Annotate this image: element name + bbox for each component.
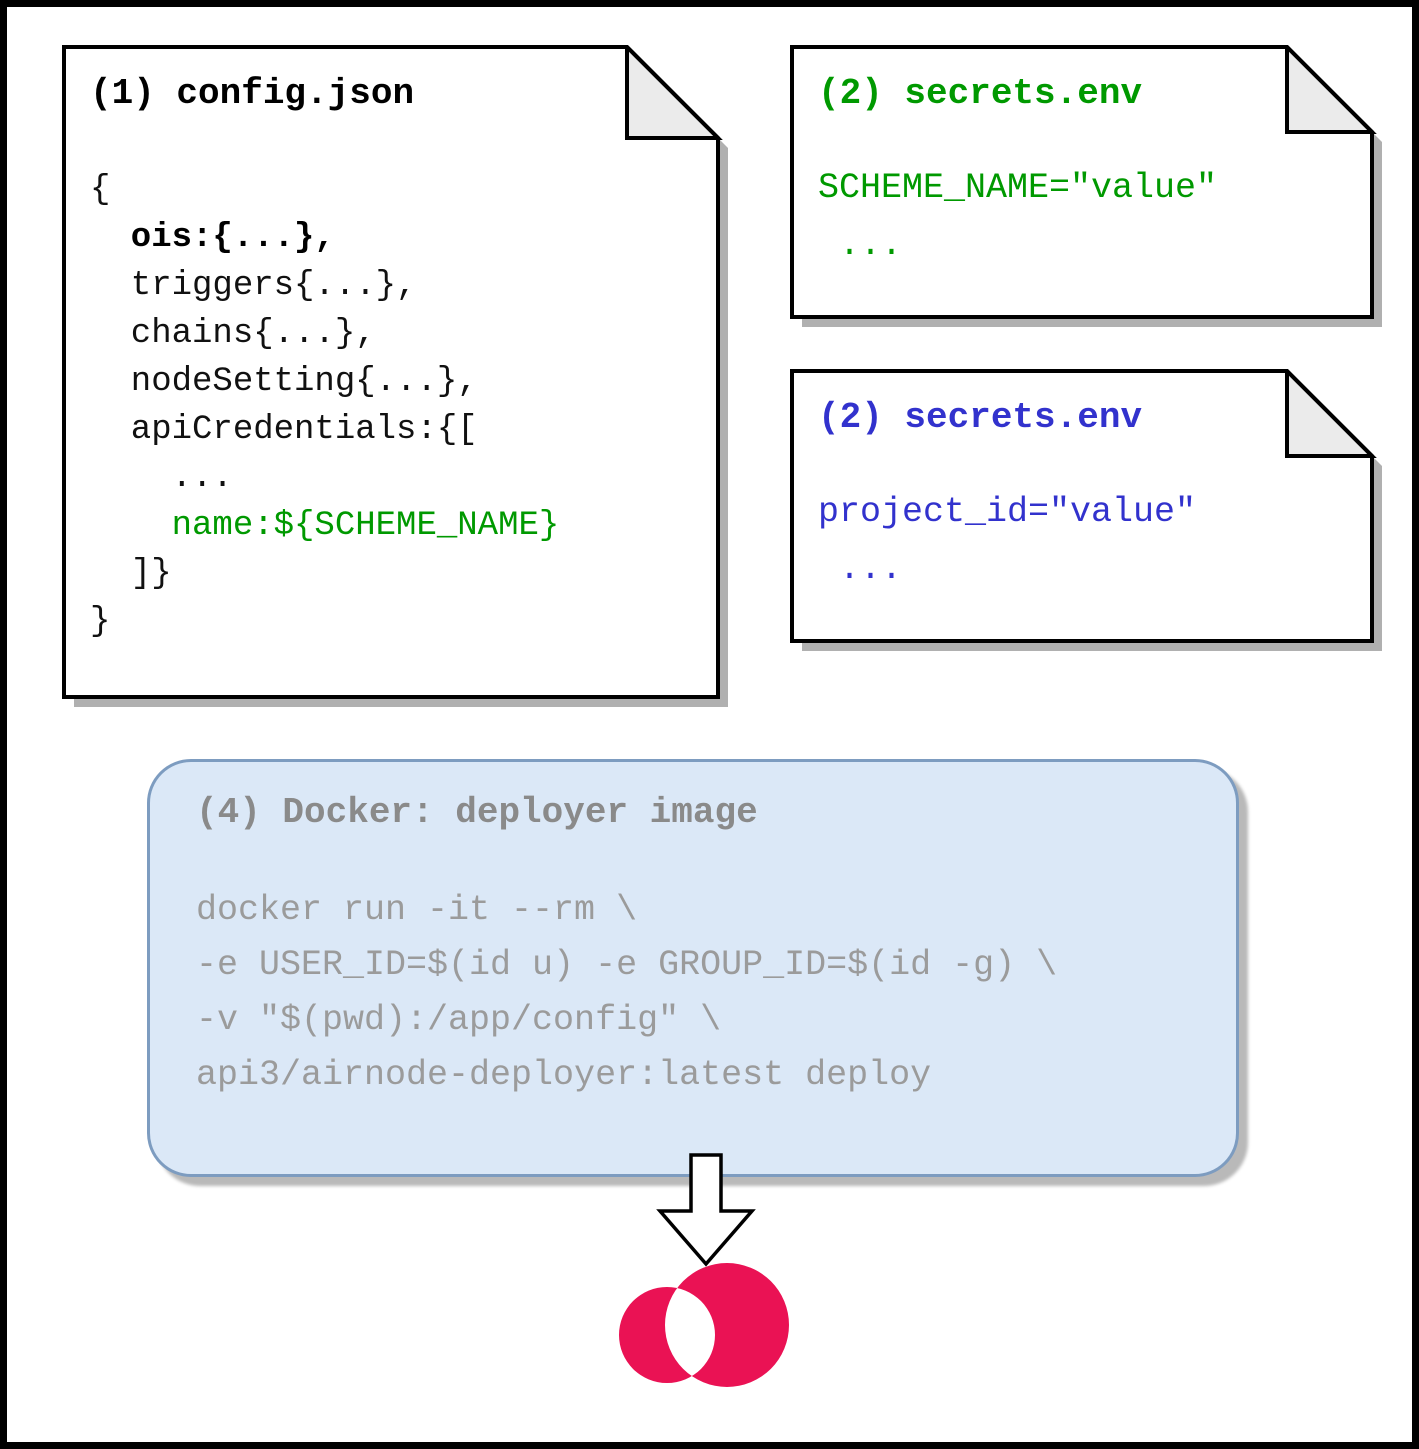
folded-corner-icon [1285, 45, 1377, 134]
env-line: SCHEME_NAME="value" [818, 168, 1218, 208]
code-line: chains{...}, [90, 315, 376, 353]
code-line: { [90, 171, 111, 209]
airnode-logo-circles [619, 1263, 789, 1387]
docker-deployer-box: (4) Docker: deployer image docker run -i… [147, 759, 1239, 1177]
secrets-env-blue-code: project_id="value" ... [818, 484, 1390, 598]
code-line: nodeSetting{...}, [90, 363, 478, 401]
document-outline [790, 45, 1374, 319]
docker-command-line: -e USER_ID=$(id u) -e GROUP_ID=$(id -g) … [196, 945, 1058, 985]
airnode-logo [619, 1263, 789, 1387]
docker-command-line: -v "$(pwd):/app/config" \ [196, 1000, 722, 1040]
code-line: ois:{...}, [90, 219, 335, 257]
code-line: apiCredentials:{[ [90, 411, 478, 449]
code-line: triggers{...}, [90, 267, 417, 305]
secrets-env-blue-content: (2) secrets.env project_id="value" ... [790, 369, 1390, 598]
docker-command-line: api3/airnode-deployer:latest deploy [196, 1055, 932, 1095]
config-json-code: { ois:{...}, triggers{...}, chains{...},… [90, 166, 738, 646]
docker-command: docker run -it --rm \ -e USER_ID=$(id u)… [196, 883, 1236, 1103]
document-outline [62, 45, 720, 699]
env-line: ... [818, 549, 903, 589]
document-shape [790, 45, 1382, 327]
config-json-content: (1) config.json { ois:{...}, triggers{..… [62, 45, 738, 646]
docker-box-title: (4) Docker: deployer image [196, 792, 758, 833]
document-shape [790, 369, 1382, 651]
secrets-env-green-title: (2) secrets.env [818, 73, 1143, 114]
config-json-document: (1) config.json { ois:{...}, triggers{..… [62, 45, 738, 717]
code-line-scheme-name: name:${SCHEME_NAME} [90, 507, 560, 545]
secrets-env-blue-title: (2) secrets.env [818, 397, 1143, 438]
folded-corner-icon [1285, 369, 1377, 458]
secrets-env-green-code: SCHEME_NAME="value" ... [818, 160, 1390, 274]
secrets-env-green-content: (2) secrets.env SCHEME_NAME="value" ... [790, 45, 1390, 274]
code-line: ... [90, 459, 233, 497]
secrets-env-blue-document: (2) secrets.env project_id="value" ... [790, 369, 1390, 661]
code-line: } [90, 603, 111, 641]
env-line: project_id="value" [818, 492, 1197, 532]
document-shape [62, 45, 728, 707]
code-line: ]} [90, 555, 172, 593]
secrets-env-green-document: (2) secrets.env SCHEME_NAME="value" ... [790, 45, 1390, 337]
folded-corner-icon [625, 45, 723, 140]
down-arrow-icon [656, 1153, 756, 1267]
document-outline [790, 369, 1374, 643]
env-line: ... [818, 225, 903, 265]
down-arrow-shape [656, 1153, 756, 1267]
docker-command-line: docker run -it --rm \ [196, 890, 638, 930]
config-json-title: (1) config.json [90, 73, 415, 114]
